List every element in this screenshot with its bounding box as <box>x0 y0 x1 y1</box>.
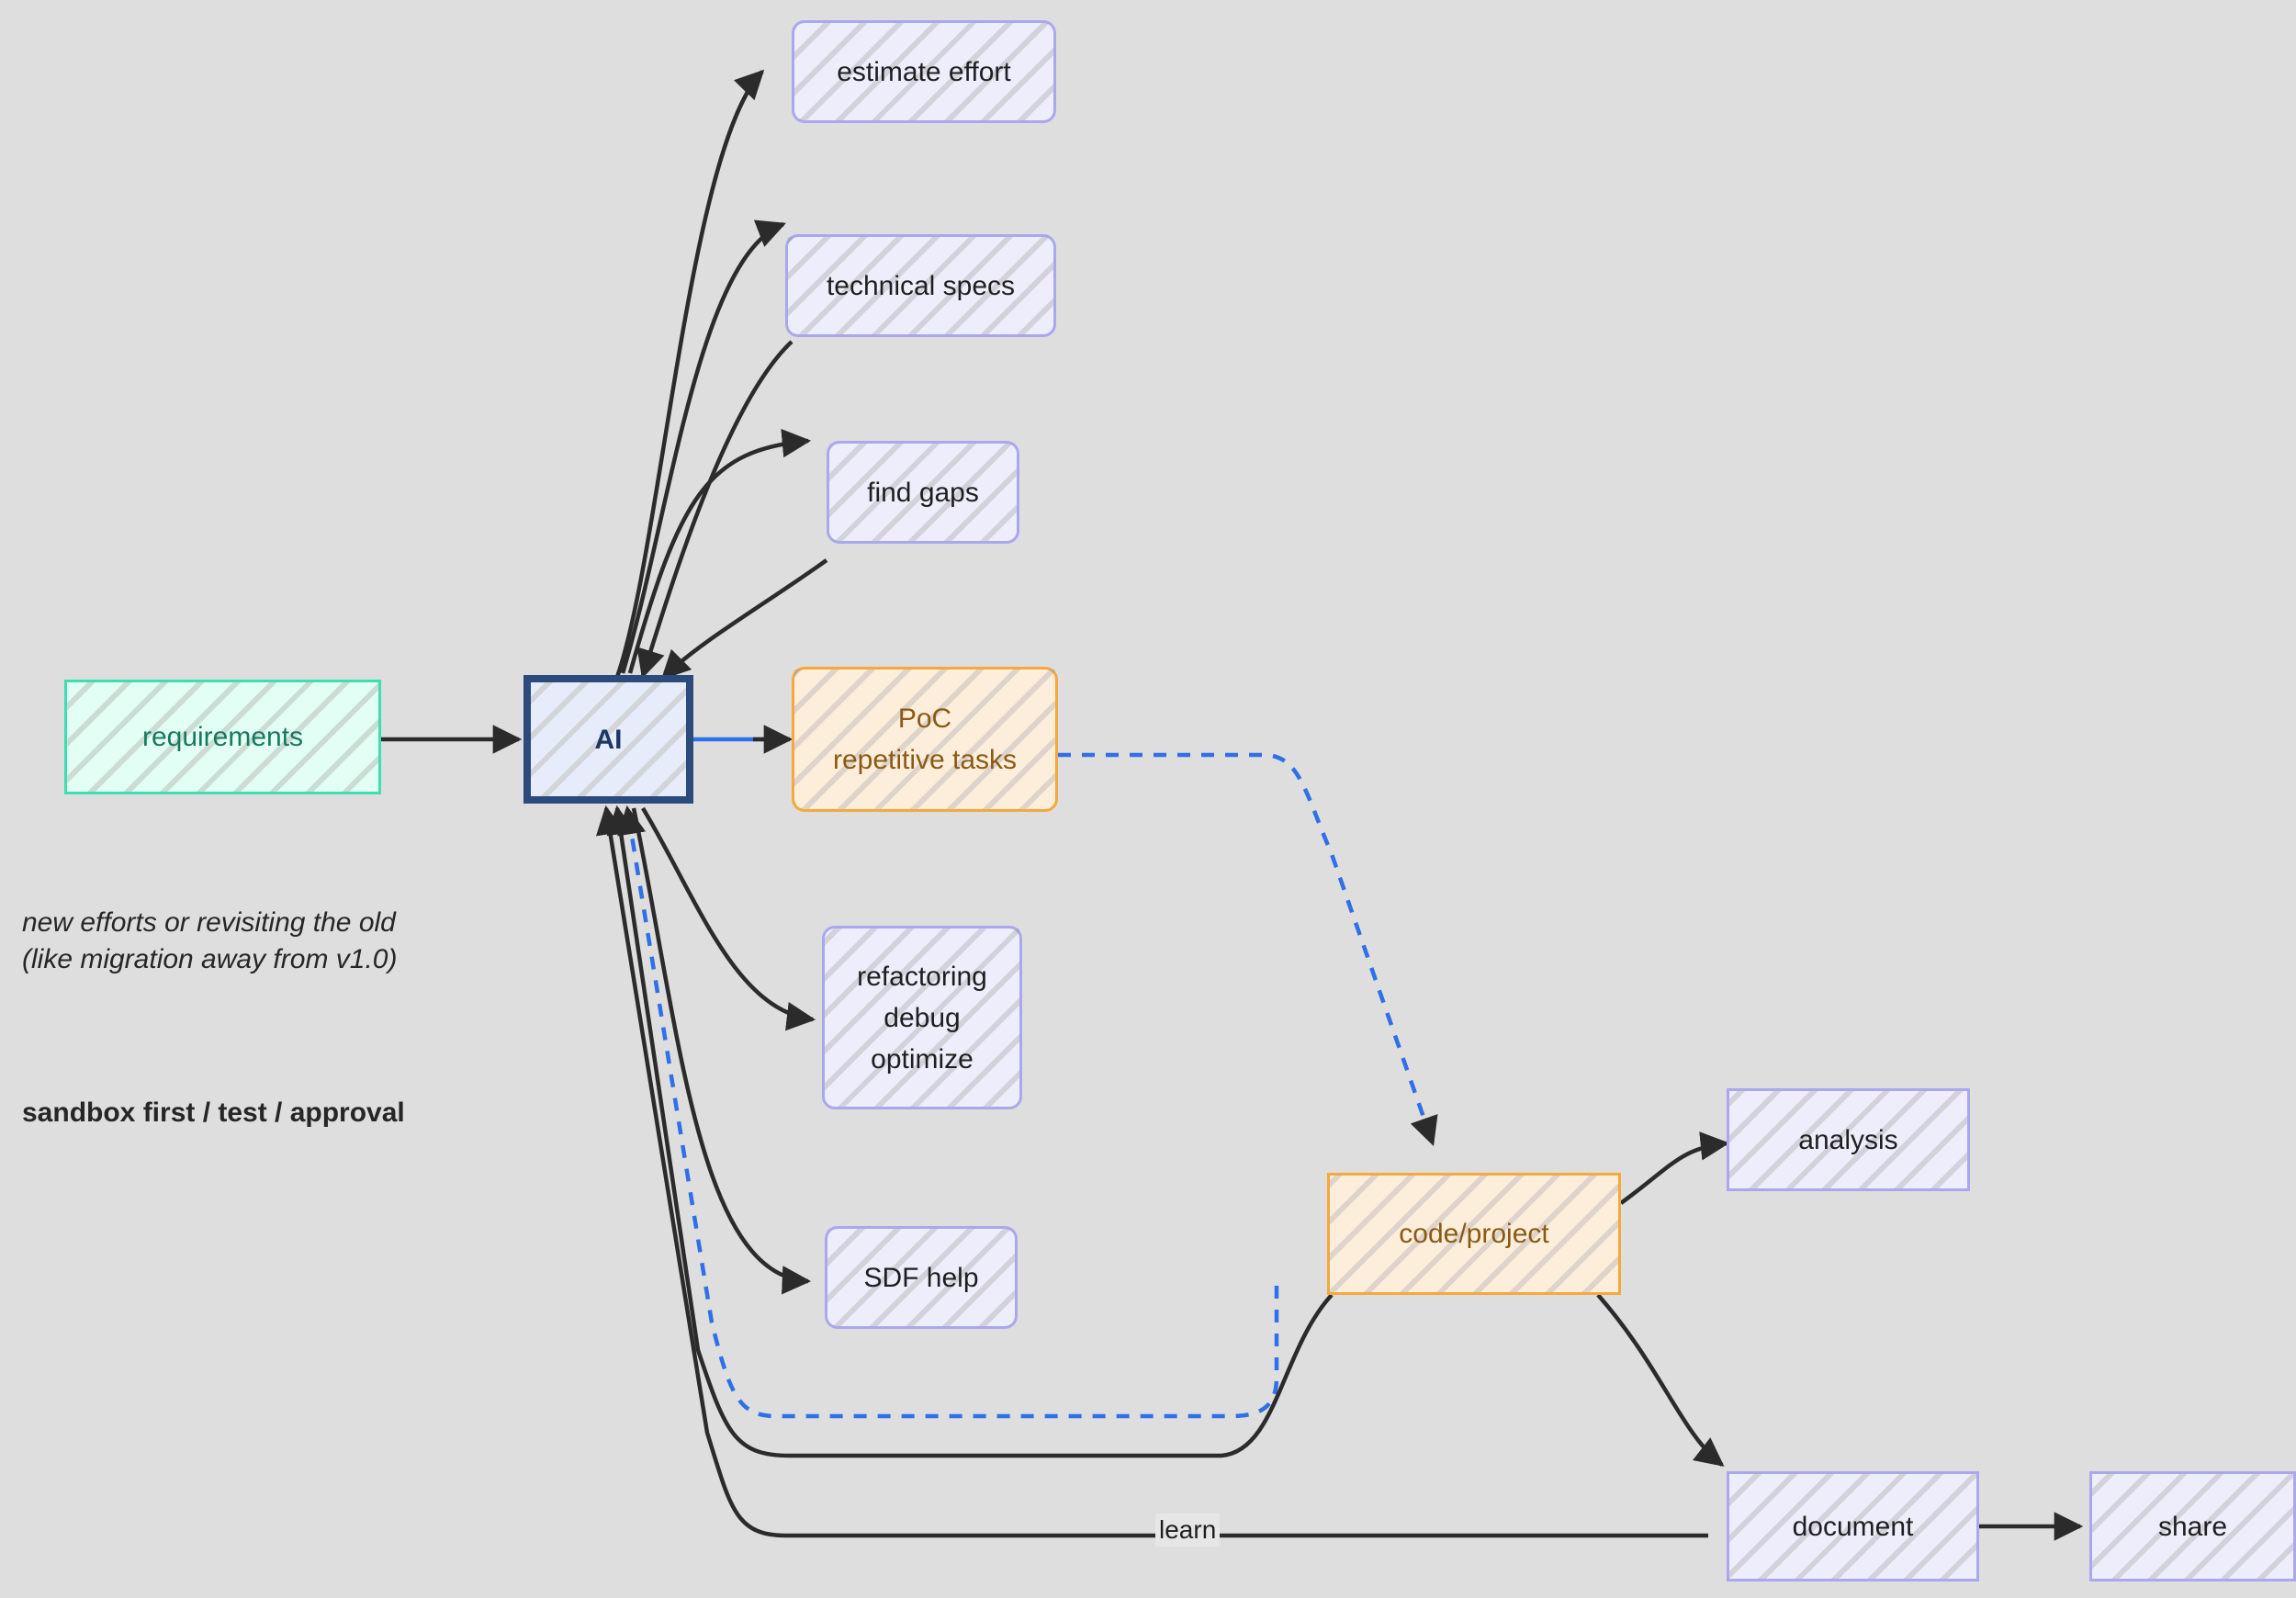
node-sdf-help[interactable]: SDF help <box>825 1226 1018 1329</box>
edge-code-project-to-document <box>1596 1293 1725 1467</box>
node-document-label: document <box>1792 1511 1914 1542</box>
annotation-new-efforts: new efforts or revisiting the old (like … <box>22 907 398 974</box>
node-find-gaps[interactable]: find gaps <box>827 441 1019 544</box>
edge-label-learn: learn <box>1155 1514 1221 1547</box>
node-share-label: share <box>2157 1511 2228 1542</box>
node-refactoring-label-line1: refactoring <box>857 961 987 992</box>
node-poc-label-line1: PoC <box>897 703 952 734</box>
node-estimate-effort-label: estimate effort <box>837 56 1011 87</box>
edge-find-gaps-to-ai <box>660 558 828 681</box>
node-find-gaps-label: find gaps <box>867 477 979 508</box>
node-sdf-help-label: SDF help <box>863 1262 979 1293</box>
node-code-project-label: code/project <box>1399 1219 1549 1249</box>
node-code-project[interactable]: code/project <box>1327 1173 1621 1295</box>
node-requirements-label: requirements <box>141 722 304 752</box>
node-share[interactable]: share <box>2089 1471 2296 1581</box>
node-analysis-label: analysis <box>1798 1124 1898 1155</box>
edge-technical-specs-to-ai <box>636 340 793 680</box>
node-refactoring[interactable]: refactoring debug optimize <box>822 926 1022 1109</box>
node-ai[interactable]: AI <box>523 675 693 804</box>
node-technical-specs-label: technical specs <box>826 270 1016 301</box>
node-document[interactable]: document <box>1727 1471 1979 1581</box>
node-ai-label: AI <box>594 724 623 755</box>
node-estimate-effort[interactable]: estimate effort <box>792 20 1056 123</box>
node-refactoring-label-line2: debug <box>884 1002 961 1033</box>
edge-code-project-to-analysis <box>1619 1131 1730 1205</box>
node-requirements[interactable]: requirements <box>64 680 381 794</box>
edge-ai-to-find-gaps <box>627 428 812 674</box>
node-poc[interactable]: PoC repetitive tasks <box>792 667 1058 812</box>
node-refactoring-label-line3: optimize <box>871 1043 974 1075</box>
node-analysis[interactable]: analysis <box>1727 1088 1970 1191</box>
edge-poc-to-code-project <box>1058 752 1438 1146</box>
annotation-sandbox-first: sandbox first / test / approval <box>22 1097 405 1128</box>
edge-ai-to-technical-specs <box>620 219 786 674</box>
edge-ai-to-sdf-help <box>631 807 812 1295</box>
edge-document-to-ai <box>595 805 1708 1538</box>
edge-code-project-to-ai <box>606 805 1334 1458</box>
node-poc-label-line2: repetitive tasks <box>832 745 1018 775</box>
edge-ai-to-refactoring <box>641 806 816 1031</box>
node-technical-specs[interactable]: technical specs <box>785 234 1056 337</box>
edge-ai-to-estimate-effort <box>614 69 765 678</box>
